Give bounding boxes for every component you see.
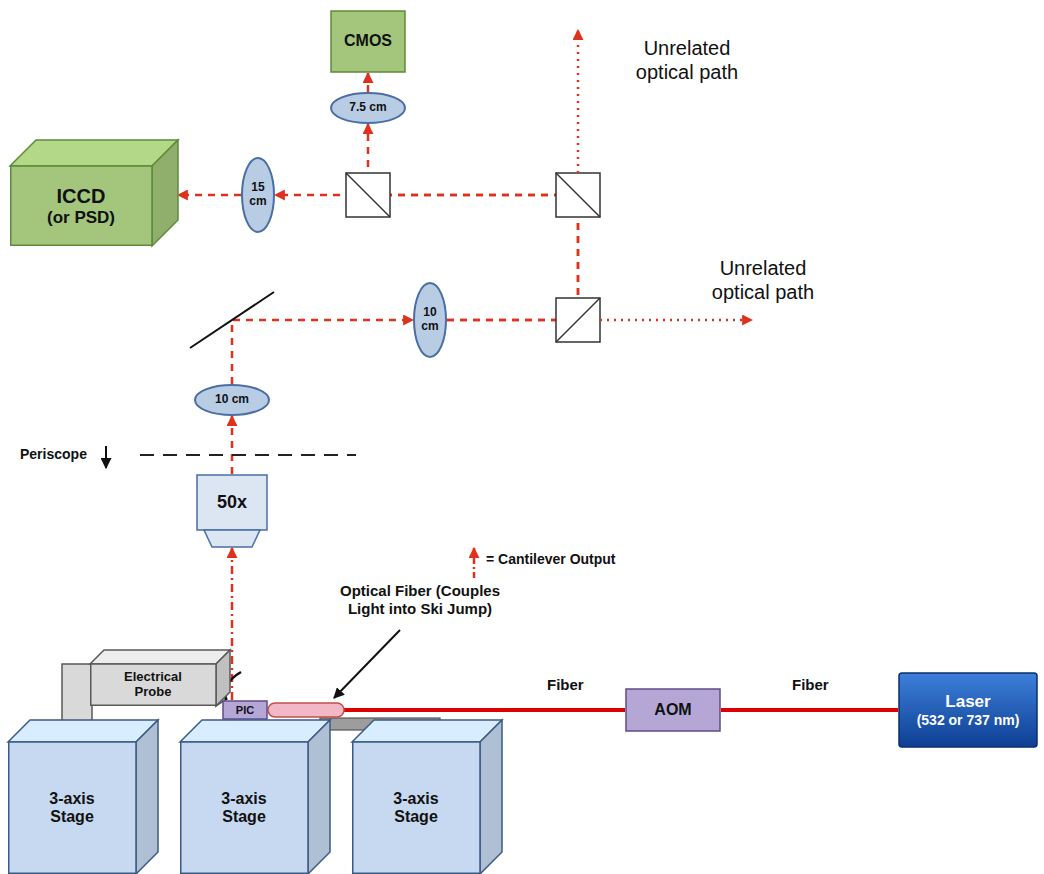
legend-entry: = Cantilever Output [486,551,616,567]
beam-splitter [346,173,390,217]
beam-splitter [556,298,600,342]
beam-splitter-face [346,173,390,217]
node-text: Electrical Probe [108,670,198,700]
path-note: Unrelated optical path [612,36,762,84]
node-text: 15 cm [245,181,271,209]
chip-box: PIC [222,700,268,720]
beam-path [367,73,370,92]
beam-splitter-face [556,298,600,342]
node-text: 50x [217,492,247,513]
lens: 7.5 cm [330,92,406,124]
objective: 50x [196,474,268,548]
lens: 10 cm [413,282,447,358]
periscope-label: Periscope [20,446,104,463]
lens: 10 cm [194,384,270,416]
beam-path [178,194,241,197]
legend-sample [473,548,476,578]
node-text: 3-axis Stage [381,790,451,827]
edge-label: Fiber [545,676,586,693]
node-text: 10 cm [417,306,443,334]
camera-box: CMOS [330,10,406,73]
legend-text: = Cantilever Output [486,551,616,567]
callout-text: Optical Fiber (Couples Light into Ski Ju… [322,582,518,618]
node-text: PIC [236,704,254,717]
unrelated-beam [600,319,752,322]
laser-box: Laser(532 or 737 nm) [898,672,1038,748]
path-note: Unrelated optical path [688,256,838,304]
node-text: 7.5 cm [349,101,386,115]
node-text: ICCD [57,185,106,208]
fiber-line [721,708,898,712]
node-text: Laser [945,692,990,712]
node-text: AOM [654,701,691,719]
node-text: (532 or 737 nm) [917,712,1020,728]
node-text: 3-axis Stage [37,790,107,827]
unrelated-beam [577,30,580,173]
camera-box: ICCD(or PSD) [10,140,178,246]
node-text: 10 cm [215,393,249,407]
lens: 15 cm [241,157,275,233]
node-text: CMOS [344,32,392,50]
probe-box: Electrical Probe [90,650,230,706]
beam-path [231,416,234,474]
node-text: 3-axis Stage [209,790,279,827]
modulator-box: AOM [625,688,721,732]
mirror [190,292,274,348]
fiber-tip [268,703,344,717]
beam-splitter-face [556,173,600,217]
edge-label: Fiber [790,676,831,693]
beam-splitter [556,173,600,217]
callout-arrow [334,630,400,698]
periscope-arrow [105,446,107,468]
beam-path [232,320,413,384]
periscope-line [140,454,356,456]
stage-box: 3-axis Stage [8,720,158,874]
stage-box: 3-axis Stage [180,720,330,874]
beam-path [368,124,578,320]
stage-box: 3-axis Stage [352,720,502,874]
node-text: (or PSD) [47,208,115,228]
